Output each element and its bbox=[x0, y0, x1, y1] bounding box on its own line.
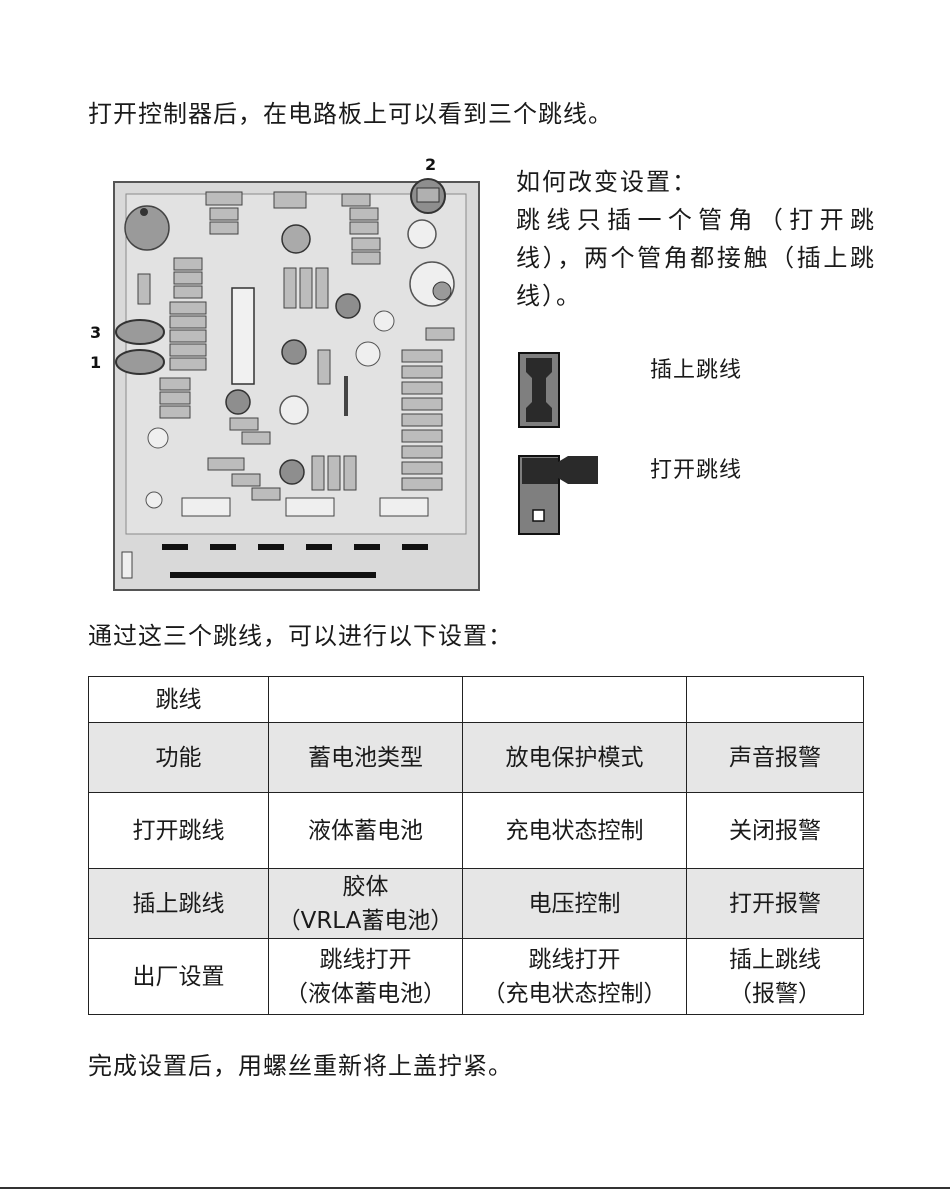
callout-labels: 3 1 bbox=[86, 320, 108, 380]
table-row: 出厂设置 跳线打开 （液体蓄电池） 跳线打开 （充电状态控制） 插上跳线 （报警… bbox=[89, 939, 864, 1015]
howto-body: 跳线只插一个管角（打开跳线），两个管角都接触（插上跳线）。 bbox=[516, 201, 876, 315]
table-cell: 跳线打开 （充电状态控制） bbox=[463, 939, 687, 1015]
howto-title: 如何改变设置： bbox=[516, 163, 876, 201]
table-cell: 跳线打开 （液体蓄电池） bbox=[269, 939, 463, 1015]
header-cell bbox=[463, 677, 687, 723]
jumper-open-icon bbox=[518, 452, 602, 536]
legend-inserted-label: 插上跳线 bbox=[650, 352, 742, 384]
table-cell: 充电状态控制 bbox=[463, 793, 687, 869]
table-cell: 蓄电池类型 bbox=[269, 723, 463, 793]
header-cell bbox=[269, 677, 463, 723]
table-cell: 放电保护模式 bbox=[463, 723, 687, 793]
callout-3-label: 3 bbox=[90, 323, 101, 342]
table-header-row: 跳线 bbox=[89, 677, 864, 723]
callout-2: 2 bbox=[425, 156, 436, 174]
callout-1-label: 1 bbox=[90, 353, 101, 372]
table-cell: 打开跳线 bbox=[89, 793, 269, 869]
table-cell: 插上跳线 （报警） bbox=[687, 939, 864, 1015]
table-cell: 胶体 （VRLA蓄电池） bbox=[269, 869, 463, 939]
table-cell: 打开报警 bbox=[687, 869, 864, 939]
settings-table: 跳线 功能 蓄电池类型 放电保护模式 声音报警 打开跳线 液体蓄电池 充电状态控… bbox=[88, 676, 864, 1015]
settings-lead-text: 通过这三个跳线，可以进行以下设置： bbox=[88, 616, 513, 651]
closing-paragraph: 完成设置后，用螺丝重新将上盖拧紧。 bbox=[88, 1046, 513, 1081]
table-cell: 出厂设置 bbox=[89, 939, 269, 1015]
table-row: 打开跳线 液体蓄电池 充电状态控制 关闭报警 bbox=[89, 793, 864, 869]
intro-paragraph: 打开控制器后，在电路板上可以看到三个跳线。 bbox=[88, 94, 613, 129]
table-cell: 液体蓄电池 bbox=[269, 793, 463, 869]
header-cell: 跳线 bbox=[89, 677, 269, 723]
legend-open-label: 打开跳线 bbox=[650, 452, 742, 484]
jumper-inserted-icon bbox=[518, 352, 560, 428]
table-cell: 声音报警 bbox=[687, 723, 864, 793]
table-row: 插上跳线 胶体 （VRLA蓄电池） 电压控制 打开报警 bbox=[89, 869, 864, 939]
circuit-board-figure: 2 3 1 bbox=[112, 156, 487, 596]
table-cell: 插上跳线 bbox=[89, 869, 269, 939]
howto-section: 如何改变设置： 跳线只插一个管角（打开跳线），两个管角都接触（插上跳线）。 bbox=[516, 163, 876, 315]
table-cell: 电压控制 bbox=[463, 869, 687, 939]
table-row: 功能 蓄电池类型 放电保护模式 声音报警 bbox=[89, 723, 864, 793]
header-cell bbox=[687, 677, 864, 723]
table-cell: 功能 bbox=[89, 723, 269, 793]
table-cell: 关闭报警 bbox=[687, 793, 864, 869]
